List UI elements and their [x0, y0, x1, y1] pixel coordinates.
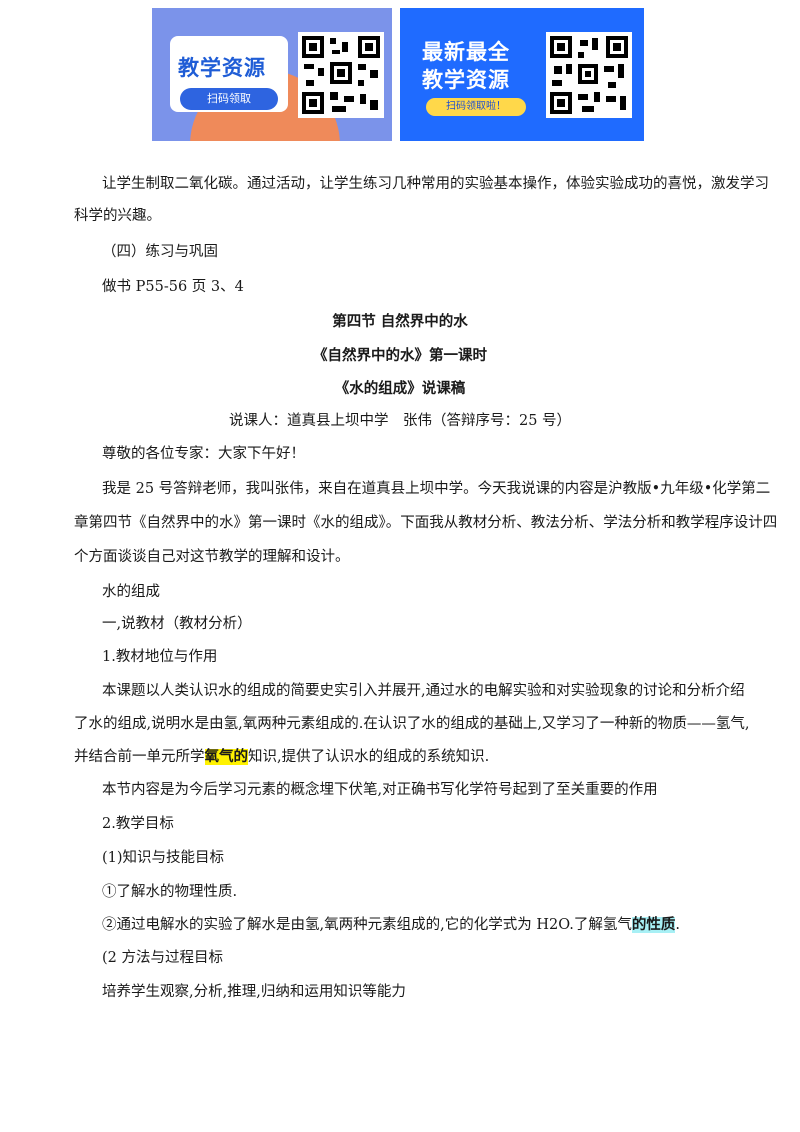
paragraph-line: 让学生制取二氧化碳。通过活动，让学生练习几种常用的实验基本操作，体验实验成功的喜… [102, 176, 769, 192]
paragraph-line: 我是 25 号答辩老师，我叫张伟，来自在道真县上坝中学。今天我说课的内容是沪教版… [102, 481, 771, 497]
subsection-heading: （四）练习与巩固 [102, 244, 218, 260]
paragraph-line: 章第四节《自然界中的水》第一课时《水的组成》。下面我从教材分析、教法分析、学法分… [74, 515, 778, 531]
highlighted-text: 的性质 [631, 917, 676, 933]
goal-item: 培养学生观察,分析,推理,归纳和运用知识等能力 [102, 984, 406, 1000]
paragraph-line: 做书 P55-56 页 3、4 [102, 279, 244, 295]
promo-panel-right[interactable]: 最新最全 教学资源 扫码领取啦！ [400, 8, 644, 141]
promo-title-right-2: 教学资源 [422, 68, 510, 92]
subsection-heading: 2.教学目标 [102, 816, 174, 832]
greeting: 尊敬的各位专家：大家下午好！ [102, 446, 305, 462]
text-segment: ②通过电解水的实验了解水是由氢,氧两种元素组成的,它的化学式为 H2O.了解氢气 [102, 917, 632, 933]
document-title: 《水的组成》说课稿 [334, 381, 466, 397]
promo-panel-left[interactable]: 教学资源 扫码领取 [152, 8, 392, 141]
paragraph-line: 科学的兴趣。 [74, 208, 161, 224]
text-segment: 并结合前一单元所学 [74, 749, 205, 765]
paragraph-line: 个方面谈谈自己对这节教学的理解和设计。 [74, 549, 350, 565]
topic-heading: 水的组成 [102, 584, 160, 600]
promo-sub-right: 扫码领取啦！ [426, 98, 526, 116]
goal-heading: (2 方法与过程目标 [102, 950, 223, 966]
paragraph-line: 了水的组成,说明水是由氢,氧两种元素组成的.在认识了水的组成的基础上,又学习了一… [74, 716, 750, 732]
speaker-line: 说课人：道真县上坝中学 张伟（答辩序号：25 号） [228, 413, 572, 429]
paragraph-line: 本课题以人类认识水的组成的简要史实引入并展开,通过水的电解实验和对实验现象的讨论… [102, 683, 745, 699]
promo-banner[interactable]: 教学资源 扫码领取 最新最全 教学资源 扫码领取啦！ [152, 8, 644, 141]
section-title: 第四节 自然界中的水 [332, 314, 468, 330]
qr-code-icon [546, 32, 632, 118]
goal-heading: (1)知识与技能目标 [102, 850, 225, 866]
text-segment: . [675, 917, 680, 933]
goal-item: ①了解水的物理性质. [102, 884, 238, 900]
subsection-heading: 1.教材地位与作用 [102, 649, 218, 665]
qr-code-icon [298, 32, 384, 118]
paragraph-line: 并结合前一单元所学氧气的知识,提供了认识水的组成的系统知识. [74, 745, 489, 766]
goal-item: ②通过电解水的实验了解水是由氢,氧两种元素组成的,它的化学式为 H2O.了解氢气… [102, 913, 680, 934]
lesson-title: 《自然界中的水》第一课时 [313, 348, 487, 364]
paragraph-line: 本节内容是为今后学习元素的概念埋下伏笔,对正确书写化学符号起到了至关重要的作用 [102, 782, 658, 798]
promo-title-left: 教学资源 [178, 56, 266, 80]
promo-sub-left: 扫码领取 [180, 88, 278, 110]
highlighted-text: 氧气的 [204, 749, 248, 765]
text-segment: 知识,提供了认识水的组成的系统知识. [248, 749, 490, 765]
section-heading: 一,说教材（教材分析） [102, 616, 252, 632]
promo-title-right-1: 最新最全 [422, 40, 510, 64]
